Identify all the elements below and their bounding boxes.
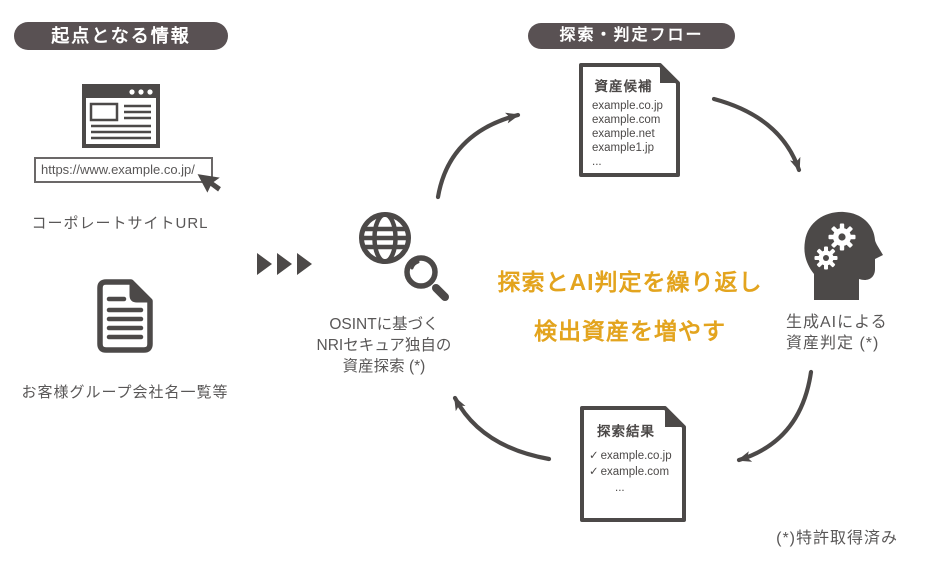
osint-label: OSINTに基づく NRIセキュア独自の 資産探索 (*) — [304, 314, 464, 377]
arrow-results-to-search — [452, 395, 552, 462]
doc-item-text: example.com — [600, 466, 670, 478]
results-doc-title: 探索結果 — [597, 424, 655, 439]
corporate-url-label: コーポレートサイトURL — [31, 215, 209, 232]
patent-footnote: (*)特許取得済み — [776, 530, 898, 547]
candidates-doc: 資産候補 example.co.jp example.com example.n… — [578, 62, 681, 178]
flow-triangles-icon — [257, 253, 312, 275]
osint-label-line1: OSINTに基づく — [329, 316, 439, 333]
ai-judgment-label: 生成AIによる 資産判定 (*) — [786, 312, 926, 354]
doc-item: ... — [592, 156, 602, 168]
ai-label-line2: 資産判定 (*) — [786, 335, 880, 352]
arrow-search-to-candidates — [435, 112, 521, 200]
triangle-icon — [277, 253, 292, 275]
browser-window-icon — [82, 84, 160, 148]
doc-item: example.co.jp — [592, 100, 663, 112]
doc-item: example.net — [592, 128, 655, 140]
ai-label-line1: 生成AIによる — [786, 314, 888, 331]
arrow-ai-to-results — [736, 369, 814, 463]
document-icon — [97, 279, 153, 353]
start-info-badge: 起点となる情報 — [14, 22, 228, 50]
check-icon: ✓ — [589, 450, 599, 462]
candidates-doc-outline — [579, 63, 680, 177]
doc-item: example.com — [592, 114, 661, 126]
center-message: 探索とAI判定を繰り返し 検出資産を増やす — [470, 263, 790, 346]
check-icon: ✓ — [589, 466, 599, 478]
doc-item: ✓example.com — [589, 464, 672, 480]
ai-head-icon — [804, 211, 883, 300]
flow-badge: 探索・判定フロー — [528, 23, 735, 49]
cursor-icon — [197, 174, 221, 193]
osint-label-line2: NRIセキュア独自の — [316, 337, 452, 354]
osint-search-icon — [359, 212, 449, 301]
results-doc: 探索結果 ✓example.co.jp ✓example.com ... — [579, 405, 687, 523]
doc-item: ✓example.co.jp — [589, 448, 672, 464]
arrow-candidates-to-ai — [711, 96, 802, 173]
group-list-label: お客様グループ会社名一覧等 — [21, 384, 229, 401]
triangle-icon — [297, 253, 312, 275]
osint-label-line3: 資産探索 (*) — [342, 358, 426, 375]
url-text: https://www.example.co.jp/ — [41, 162, 195, 177]
candidates-doc-title: 資産候補 — [594, 79, 653, 94]
doc-item-text: example.co.jp — [600, 450, 672, 462]
doc-item-more: ... — [615, 482, 625, 494]
center-message-line2: 検出資産を増やす — [534, 318, 726, 344]
results-doc-outline — [580, 406, 686, 522]
doc-item: example1.jp — [592, 142, 655, 154]
triangle-icon — [257, 253, 272, 275]
url-box: https://www.example.co.jp/ — [34, 157, 213, 183]
center-message-line1: 探索とAI判定を繰り返し — [497, 269, 763, 295]
